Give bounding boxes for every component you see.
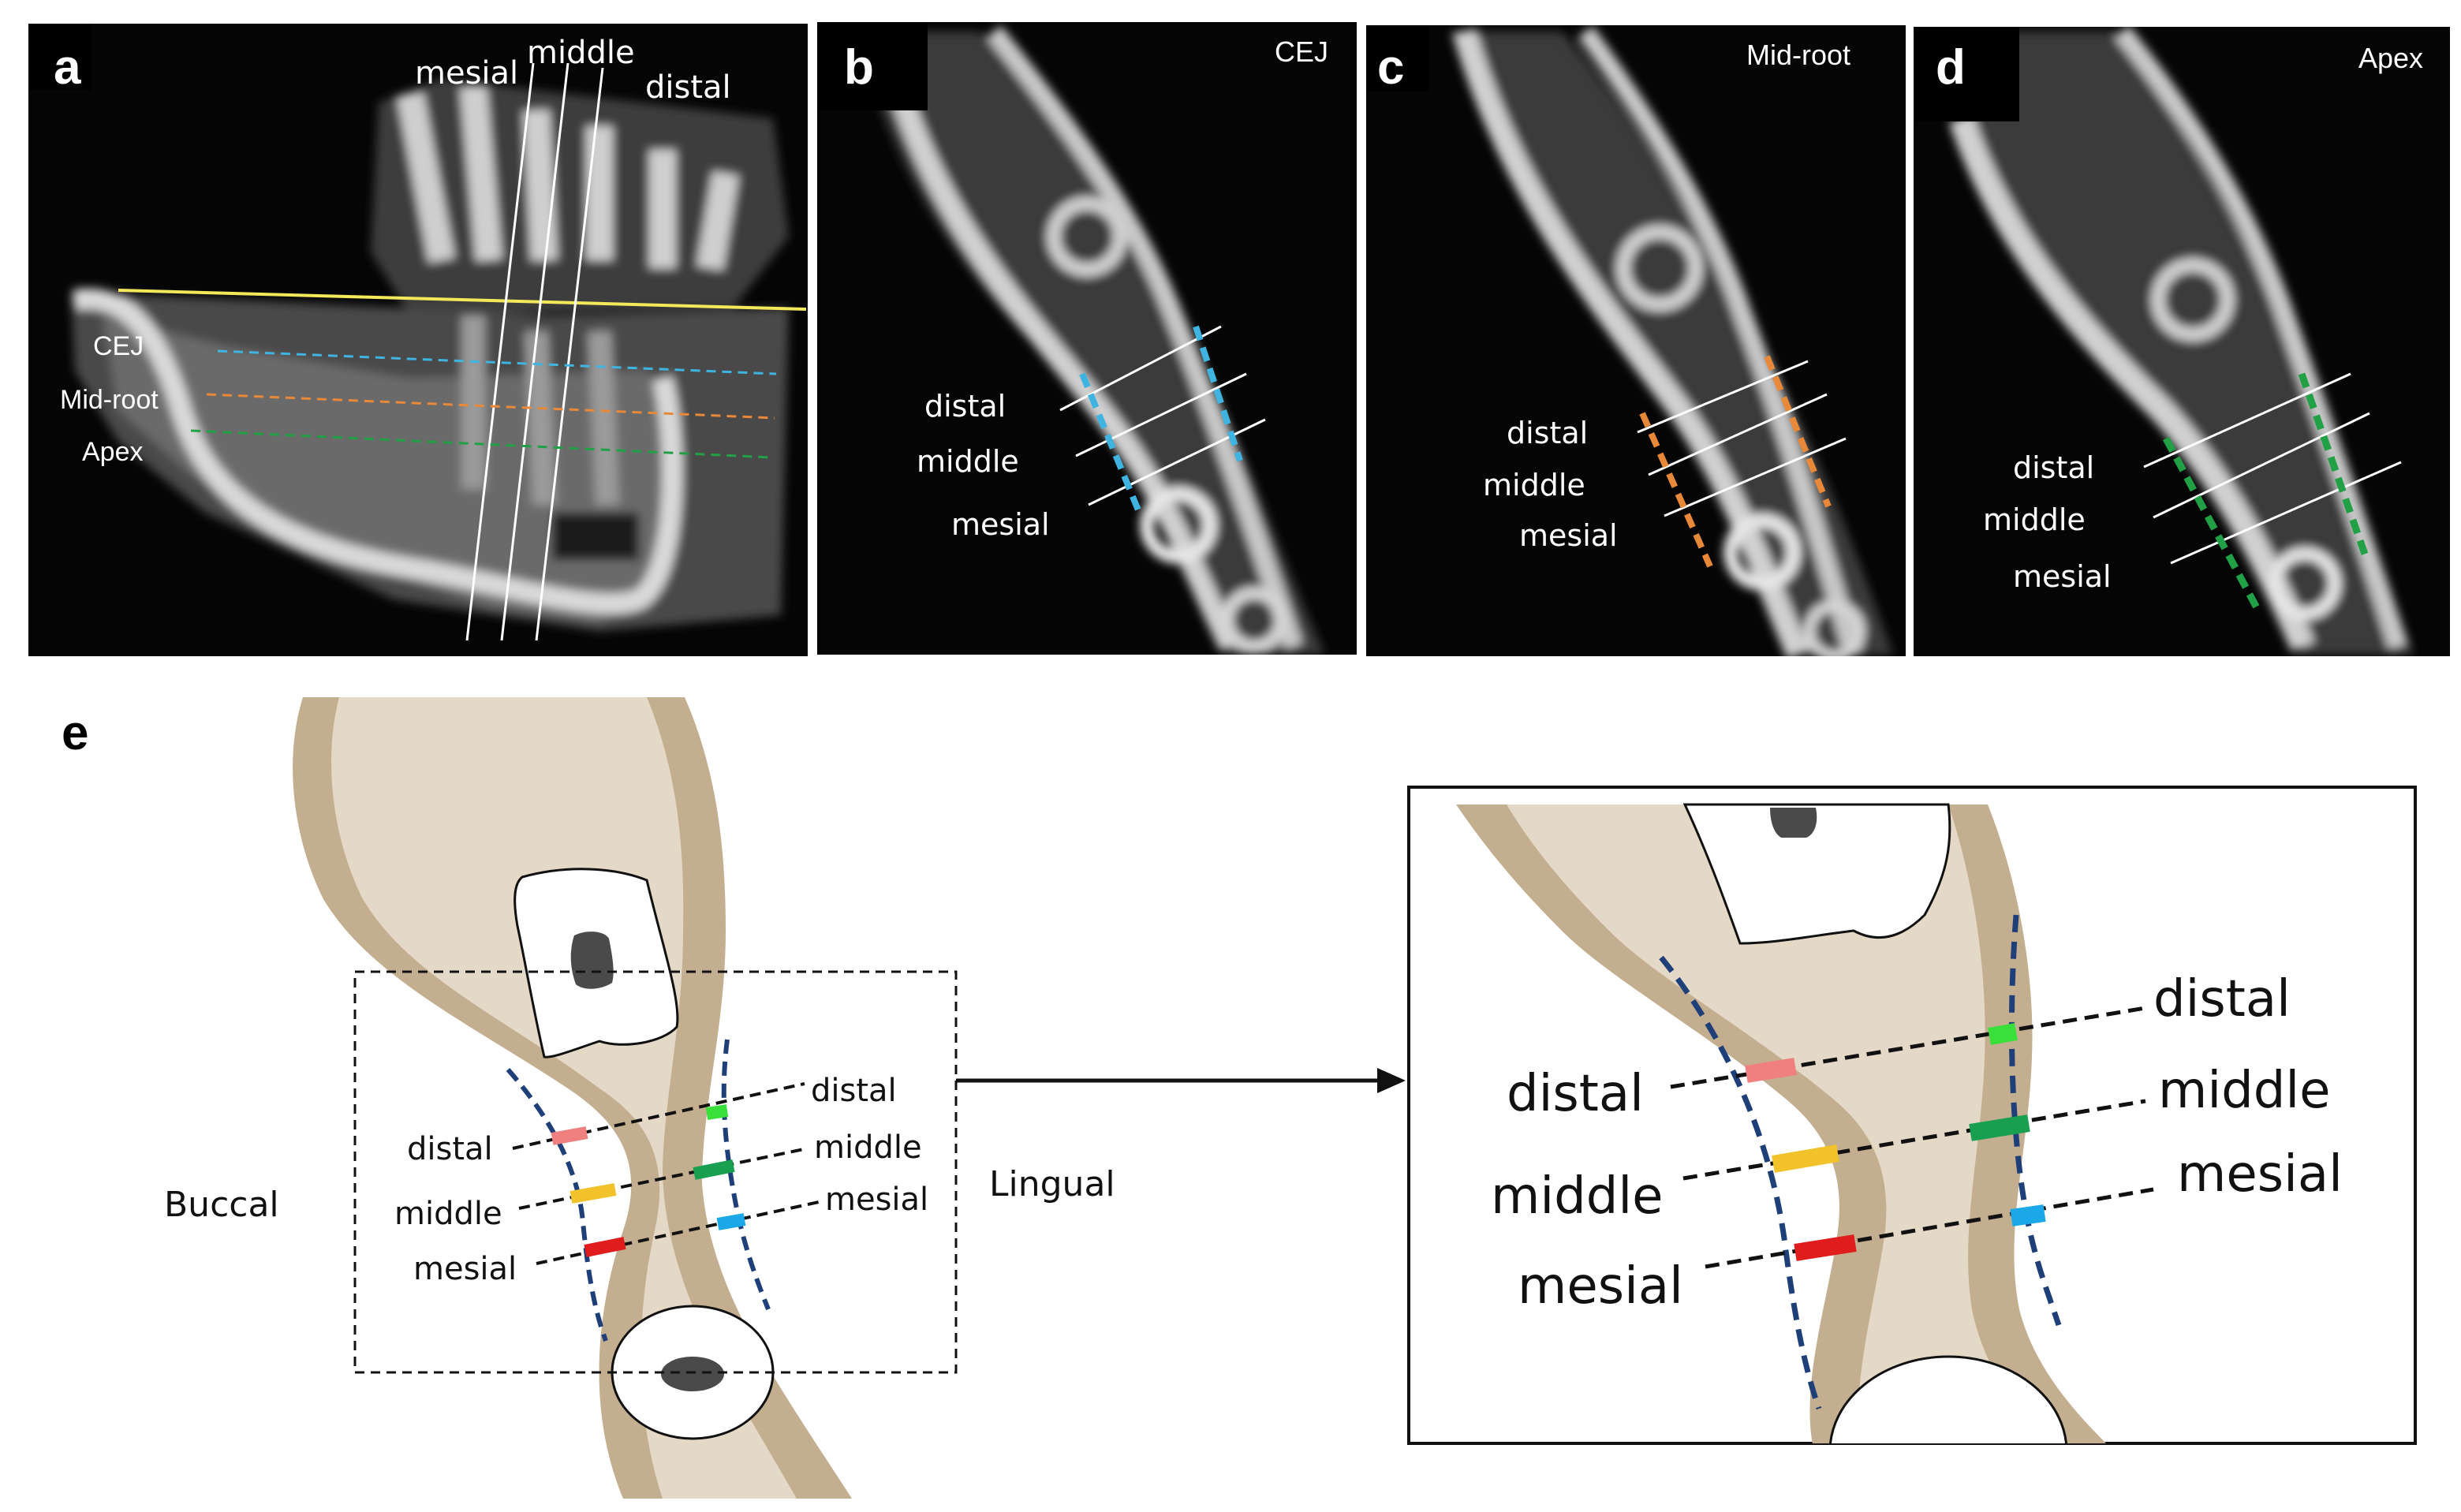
panel-c: c Mid-root distal middle mesial: [1366, 25, 1906, 656]
panel-d-mesial-line: [2170, 461, 2402, 565]
panel-d: d Apex distal middle mesial: [1914, 27, 2450, 656]
panel-e-zoom-mesial-line: [1705, 1187, 2154, 1269]
panel-e-lingual-distal-mark: [705, 1104, 729, 1120]
panel-e-buccal-label: Buccal: [164, 1185, 279, 1225]
panel-b-distal-line: [1059, 325, 1222, 412]
panel-d-lingual-dash: [2298, 372, 2370, 560]
panel-c-mesial-line: [1664, 437, 1847, 517]
panel-a-letter: a: [54, 40, 81, 95]
panel-a-midroot-label: Mid-root: [60, 385, 159, 415]
panel-c-mesial-label: mesial: [1519, 518, 1618, 553]
panel-e-buccal-mesial-mark: [584, 1237, 626, 1257]
panel-d-letter: d: [1936, 40, 1966, 95]
panel-a-letter-box: [28, 24, 91, 90]
panel-e-zoom-right-distal-label: distal: [2153, 970, 2291, 1029]
panel-e-zoom-left-middle-label: middle: [1491, 1167, 1664, 1226]
panel-b-buccal-dash: [1079, 372, 1144, 517]
panel-e-bone-schematic: [293, 697, 852, 1499]
panel-d-distal-label: distal: [2013, 450, 2094, 485]
panel-a-mandible-image: [71, 79, 789, 631]
panel-d-middle-line: [2153, 412, 2370, 519]
panel-e-mesial-line: [536, 1200, 820, 1265]
panel-e: e Buccal Lingual distal middle m: [62, 697, 2417, 1499]
panel-a-middle-label: middle: [527, 35, 635, 71]
panel-a-mesial-label: mesial: [415, 55, 518, 91]
panel-e-letter: e: [62, 706, 88, 760]
panel-e-zoom-arrowhead: [1377, 1068, 1406, 1093]
panel-a-cej-line: [217, 349, 777, 375]
panel-e-zoom-left-mesial-label: mesial: [1518, 1257, 1683, 1316]
panel-c-crosssection-image: [1451, 25, 1893, 656]
panel-c-buccal-dash: [1639, 412, 1713, 568]
panel-b-distal-label: distal: [924, 389, 1006, 424]
panel-e-lingual-boundary: [721, 1039, 771, 1311]
panel-e-zoom-right-mesial-label: mesial: [2177, 1145, 2343, 1204]
panel-b-middle-label: middle: [917, 444, 1019, 479]
panel-e-zoom-right-middle-label: middle: [2158, 1062, 2331, 1120]
panel-b: b CEJ distal middle mesial: [817, 22, 1357, 655]
panel-c-title: Mid-root: [1746, 39, 1850, 71]
panel-e-right-distal-label: distal: [811, 1073, 897, 1109]
panel-c-letter-box: [1366, 25, 1429, 91]
panel-e-left-middle-label: middle: [394, 1196, 502, 1232]
panel-e-zoom-schematic: [1456, 803, 2107, 1443]
panel-d-title: Apex: [2358, 42, 2423, 74]
panel-c-middle-line: [1648, 393, 1828, 476]
panel-e-zoom-buccal-middle-mark: [1772, 1144, 1839, 1173]
panel-b-lingual-dash: [1193, 325, 1243, 462]
panel-a-midroot-line: [206, 393, 775, 420]
panel-a: a mesial middle distal CEJ Mid-root Apex: [28, 24, 808, 656]
panel-e-lingual-middle-mark: [693, 1159, 735, 1180]
panel-c-middle-label: middle: [1483, 468, 1585, 502]
panel-a-mesial-line: [465, 62, 535, 641]
panel-e-zoom-lingual-boundary: [2008, 914, 2062, 1327]
panel-a-cej-label: CEJ: [93, 331, 144, 361]
panel-c-distal-label: distal: [1507, 416, 1588, 450]
panel-b-middle-line: [1075, 372, 1247, 457]
panel-e-right-mesial-label: mesial: [825, 1182, 928, 1218]
panel-d-mesial-label: mesial: [2013, 559, 2112, 594]
panel-c-distal-line: [1637, 360, 1809, 434]
panel-e-zoom-lingual-distal-mark: [1988, 1023, 2018, 1045]
panel-d-buccal-dash: [2163, 436, 2262, 614]
panel-a-occlusal-line: [118, 289, 807, 311]
panel-c-lingual-dash: [1764, 355, 1832, 508]
panel-c-letter: c: [1377, 40, 1404, 95]
panel-a-distal-label: distal: [645, 69, 731, 106]
panel-b-letter-box: [817, 22, 928, 110]
panel-d-letter-box: [1914, 27, 2019, 121]
panel-e-zoom-left-distal-label: distal: [1507, 1065, 1644, 1123]
panel-b-letter: b: [844, 40, 874, 95]
panel-e-left-mesial-label: mesial: [413, 1251, 517, 1287]
panel-e-roi-box: [353, 970, 958, 1374]
panel-e-right-middle-label: middle: [814, 1129, 922, 1166]
panel-b-mesial-line: [1088, 418, 1266, 506]
panel-a-middle-line: [500, 62, 570, 641]
panel-e-zoom-buccal-boundary: [1659, 955, 1822, 1410]
panel-e-distal-line: [512, 1082, 805, 1150]
panel-e-zoom-middle-line: [1682, 1099, 2146, 1181]
panel-e-middle-line: [518, 1147, 809, 1210]
panel-e-buccal-distal-mark: [551, 1126, 588, 1145]
panel-e-zoom-buccal-mesial-mark: [1794, 1234, 1857, 1261]
panel-a-distal-line: [535, 67, 604, 641]
panel-b-mesial-label: mesial: [951, 507, 1050, 542]
panel-d-middle-label: middle: [1983, 502, 2086, 537]
panel-e-left-distal-label: distal: [407, 1131, 493, 1167]
panel-e-lingual-label: Lingual: [989, 1164, 1115, 1204]
panel-e-buccal-middle-mark: [570, 1183, 617, 1204]
panel-a-apex-label: Apex: [82, 437, 144, 467]
panel-e-zoom-buccal-distal-mark: [1745, 1058, 1797, 1083]
panel-d-distal-line: [2143, 372, 2351, 469]
panel-e-zoom-lingual-mesial-mark: [2010, 1204, 2046, 1226]
panel-a-apex-line: [190, 429, 772, 459]
panel-e-lingual-mesial-mark: [716, 1213, 746, 1230]
panel-e-zoom-lingual-middle-mark: [1969, 1114, 2030, 1141]
panel-d-crosssection-image: [1948, 27, 2414, 655]
panel-e-buccal-boundary: [506, 1068, 608, 1342]
panel-b-title: CEJ: [1275, 35, 1328, 68]
